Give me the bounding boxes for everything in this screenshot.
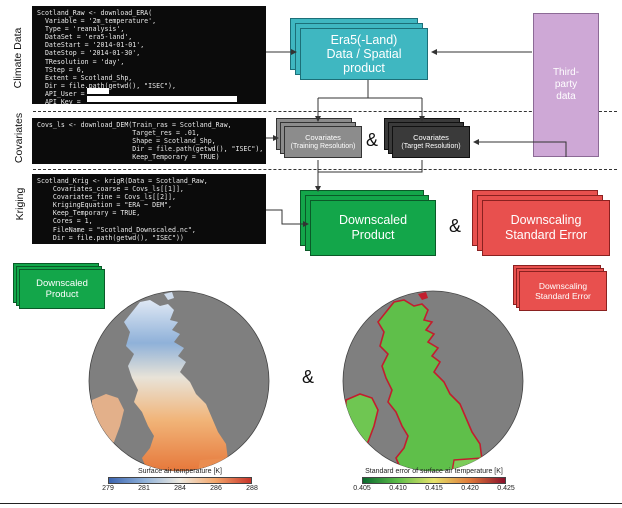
separator-covariates-kriging [33,169,617,170]
arrow-third-party-to-cov-target [473,139,567,157]
se-line-1: Downscaling [510,213,582,227]
downscaled-small-stack: Downscaled Product [13,263,105,309]
code-line: Cores = 1, [37,217,93,226]
colorbar-temp-tick: 288 [246,485,258,492]
colorbar-temp-tick: 284 [174,485,186,492]
colorbar-temp [108,477,252,484]
colorbar-se-tick: 0.405 [353,485,371,492]
map-surface-air-temperature [88,290,270,472]
era5-line-3: product [343,61,385,75]
downscaled-front: Downscaled Product [310,200,436,256]
code-line: Target_res = .01, [37,129,200,138]
colorbar-temp-tick: 286 [210,485,222,492]
colorbar-se-title: Standard error of surface air temperatur… [365,468,503,475]
code-line: Covs_ls <- download_DEM(Train_ras = Scot… [37,121,232,129]
code-line: TStep = 6, [37,65,85,74]
code-line: Extent = Scotland_Shp, [37,73,133,82]
code-line: API_Key = [37,98,85,104]
bottom-rule [0,503,622,504]
third-party-line-2: party [554,79,578,90]
temp-map-orkney [164,292,174,300]
covariates-target-stack: Covariates (Target Resolution) [384,118,470,158]
downscaling-se-stack: Downscaling Standard Error [472,190,610,256]
code-line: Type = 'reanalysis', [37,25,125,34]
arrow-era5-to-covariates [317,80,423,120]
era5-line-1: Era5(-Land) [330,33,398,47]
arrow-covariates-to-kriging [317,160,423,186]
covariates-training-stack: Covariates (Training Resolution) [276,118,362,158]
code-line: DateStart = '2014-01-01', [37,41,145,50]
map-standard-error [342,290,524,472]
code-line: API_User = [37,89,89,98]
downscaled-small-line-1: Downscaled [36,278,88,289]
third-party-line-1: Third- [552,67,580,78]
downscaled-line-2: Product [351,228,395,242]
code-line: TResolution = 'day', [37,57,125,66]
colorbar-se-tick: 0.420 [461,485,479,492]
colorbar-temp-ticks: 279 281 284 286 288 [102,485,258,495]
code-block-download-dem: Covs_ls <- download_DEM(Train_ras = Scot… [32,118,266,164]
cov-target-front: Covariates (Target Resolution) [392,126,470,158]
code-line: KrigingEquation = "ERA ~ DEM", [37,201,172,210]
se-small-line-2: Standard Error [535,291,591,301]
api-key-redaction [87,96,237,102]
colorbar-se [362,477,506,484]
cov-training-line-2: (Training Resolution) [290,143,356,150]
ampersand-kriging: & [449,216,462,236]
se-small-stack: Downscaling Standard Error [513,265,607,311]
code-line: Keep_Temporary = TRUE) [37,153,220,162]
se-map-orkney [418,292,428,300]
se-front: Downscaling Standard Error [482,200,610,256]
colorbar-se-ticks: 0.405 0.410 0.415 0.420 0.425 [353,485,515,495]
code-line: Shape = Scotland_Shp, [37,137,216,146]
code-line: DateStop = '2014-01-30', [37,49,141,58]
downscaled-product-stack: Downscaled Product [300,190,436,256]
ampersand-maps: & [302,367,315,387]
code-line: DataSet = 'era5-land', [37,33,133,42]
colorbar-temp-tick: 281 [138,485,150,492]
code-line: Dir = file.path(getwd(), "ISEC"), [37,145,264,154]
temp-map-scotland-landmass [124,300,228,471]
colorbar-temp-tick: 279 [102,485,114,492]
colorbar-temp-title: Surface air temperature [K] [137,468,223,475]
code-block-krigr: Scotland_Krig <- krigR(Data = Scotland_R… [32,174,266,244]
se-line-2: Standard Error [505,228,587,242]
code-line: Dir = file.path(getwd(), "ISEC"), [37,81,176,90]
era5-card-front: Era5(-Land) Data / Spatial product [300,28,428,80]
code-line: FileName = "Scotland_Downscaled.nc", [37,225,196,234]
colorbar-se-tick: 0.410 [389,485,407,492]
code-line: Scotland_Raw <- download_ERA( [37,9,153,17]
se-small-line-1: Downscaling [538,281,588,291]
downscaled-small-line-2: Product [45,289,79,300]
downscaled-line-1: Downscaled [338,213,408,227]
colorbar-se-tick: 0.415 [425,485,443,492]
code-block-download-era: Scotland_Raw <- download_ERA( Variable =… [32,6,266,104]
separator-climate-covariates [33,111,617,112]
cov-training-front: Covariates (Training Resolution) [284,126,362,158]
cov-target-line-2: (Target Resolution) [401,143,461,150]
arrow-krig-code-to-downscaled [266,209,309,227]
era5-product-stack: Era5(-Land) Data / Spatial product [290,18,430,80]
api-user-redaction [87,88,109,94]
colorbar-se-tick: 0.425 [497,485,515,492]
code-line: Covariates_fine = Covs_ls[[2]], [37,193,176,202]
third-party-line-3: data [556,91,576,102]
code-line: Scotland_Krig <- krigR(Data = Scotland_R… [37,177,208,185]
ampersand-covariates: & [366,130,379,150]
cov-training-line-1: Covariates [305,133,341,142]
se-map-scotland-landmass [377,299,483,471]
code-line: Covariates_coarse = Covs_ls[[1]], [37,185,184,194]
downscaled-small-front: Downscaled Product [19,269,105,309]
cov-target-line-1: Covariates [413,133,449,142]
era5-line-2: Data / Spatial [326,47,402,61]
code-line: Keep_Temporary = TRUE, [37,209,141,218]
code-line: Variable = '2m_temperature', [37,17,157,26]
code-line: Dir = file.path(getwd(), "ISEC")) [37,233,184,242]
se-small-front: Downscaling Standard Error [519,271,607,311]
third-party-data-box: Third- party data [533,13,599,157]
